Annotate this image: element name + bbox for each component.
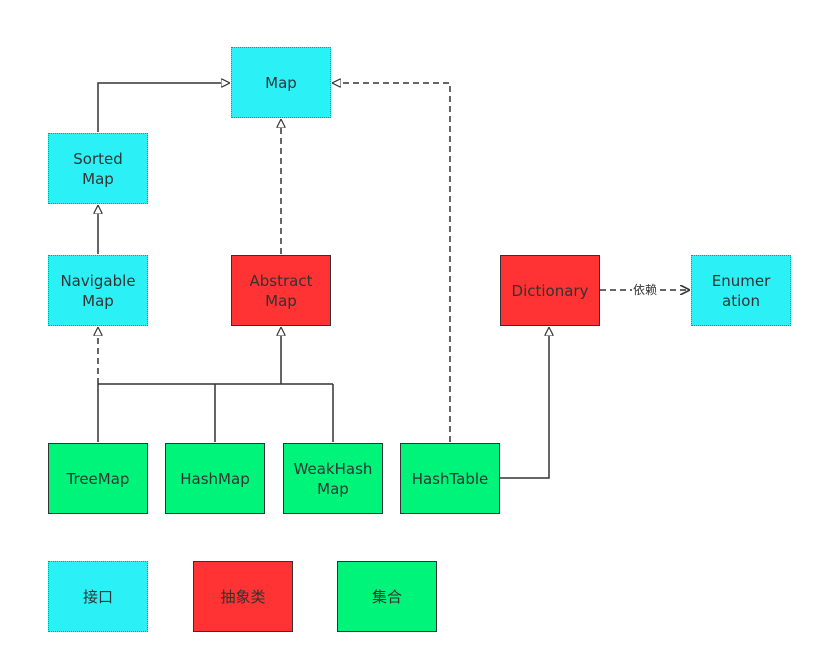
legend-collection-label: 集合 — [371, 587, 402, 606]
legend-interface-label: 接口 — [82, 587, 113, 606]
enumeration-label: Enumer ation — [711, 271, 771, 310]
navigable-map-node[interactable]: Navigable Map — [48, 255, 148, 326]
edge-hashtable-to-map — [333, 83, 451, 442]
dependency-label: 依赖 — [632, 283, 659, 297]
tree-map-node[interactable]: TreeMap — [48, 443, 148, 514]
legend-interface: 接口 — [48, 561, 148, 632]
legend-abstract-class: 抽象类 — [193, 561, 293, 632]
tree-map-label: TreeMap — [66, 469, 130, 488]
sorted-map-label: Sorted Map — [73, 149, 123, 188]
hash-map-label: HashMap — [180, 469, 250, 488]
hash-map-node[interactable]: HashMap — [165, 443, 265, 514]
weak-hash-map-node[interactable]: WeakHash Map — [283, 443, 383, 514]
edge-sortedmap-to-map — [97, 83, 229, 132]
map-label: Map — [265, 73, 297, 92]
navigable-map-label: Navigable Map — [60, 271, 136, 310]
dictionary-node[interactable]: Dictionary — [500, 255, 600, 326]
legend-collection: 集合 — [337, 561, 437, 632]
enumeration-node[interactable]: Enumer ation — [691, 255, 791, 326]
edge-hashtable-to-dictionary — [500, 328, 549, 479]
hash-table-node[interactable]: HashTable — [400, 443, 500, 514]
map-node[interactable]: Map — [231, 47, 331, 118]
sorted-map-node[interactable]: Sorted Map — [48, 133, 148, 204]
hash-table-label: HashTable — [411, 469, 489, 488]
legend-abstract-class-label: 抽象类 — [220, 587, 266, 606]
dictionary-label: Dictionary — [511, 281, 589, 300]
abstract-map-label: Abstract Map — [249, 271, 313, 310]
weak-hash-map-label: WeakHash Map — [293, 459, 373, 498]
abstract-map-node[interactable]: Abstract Map — [231, 255, 331, 326]
